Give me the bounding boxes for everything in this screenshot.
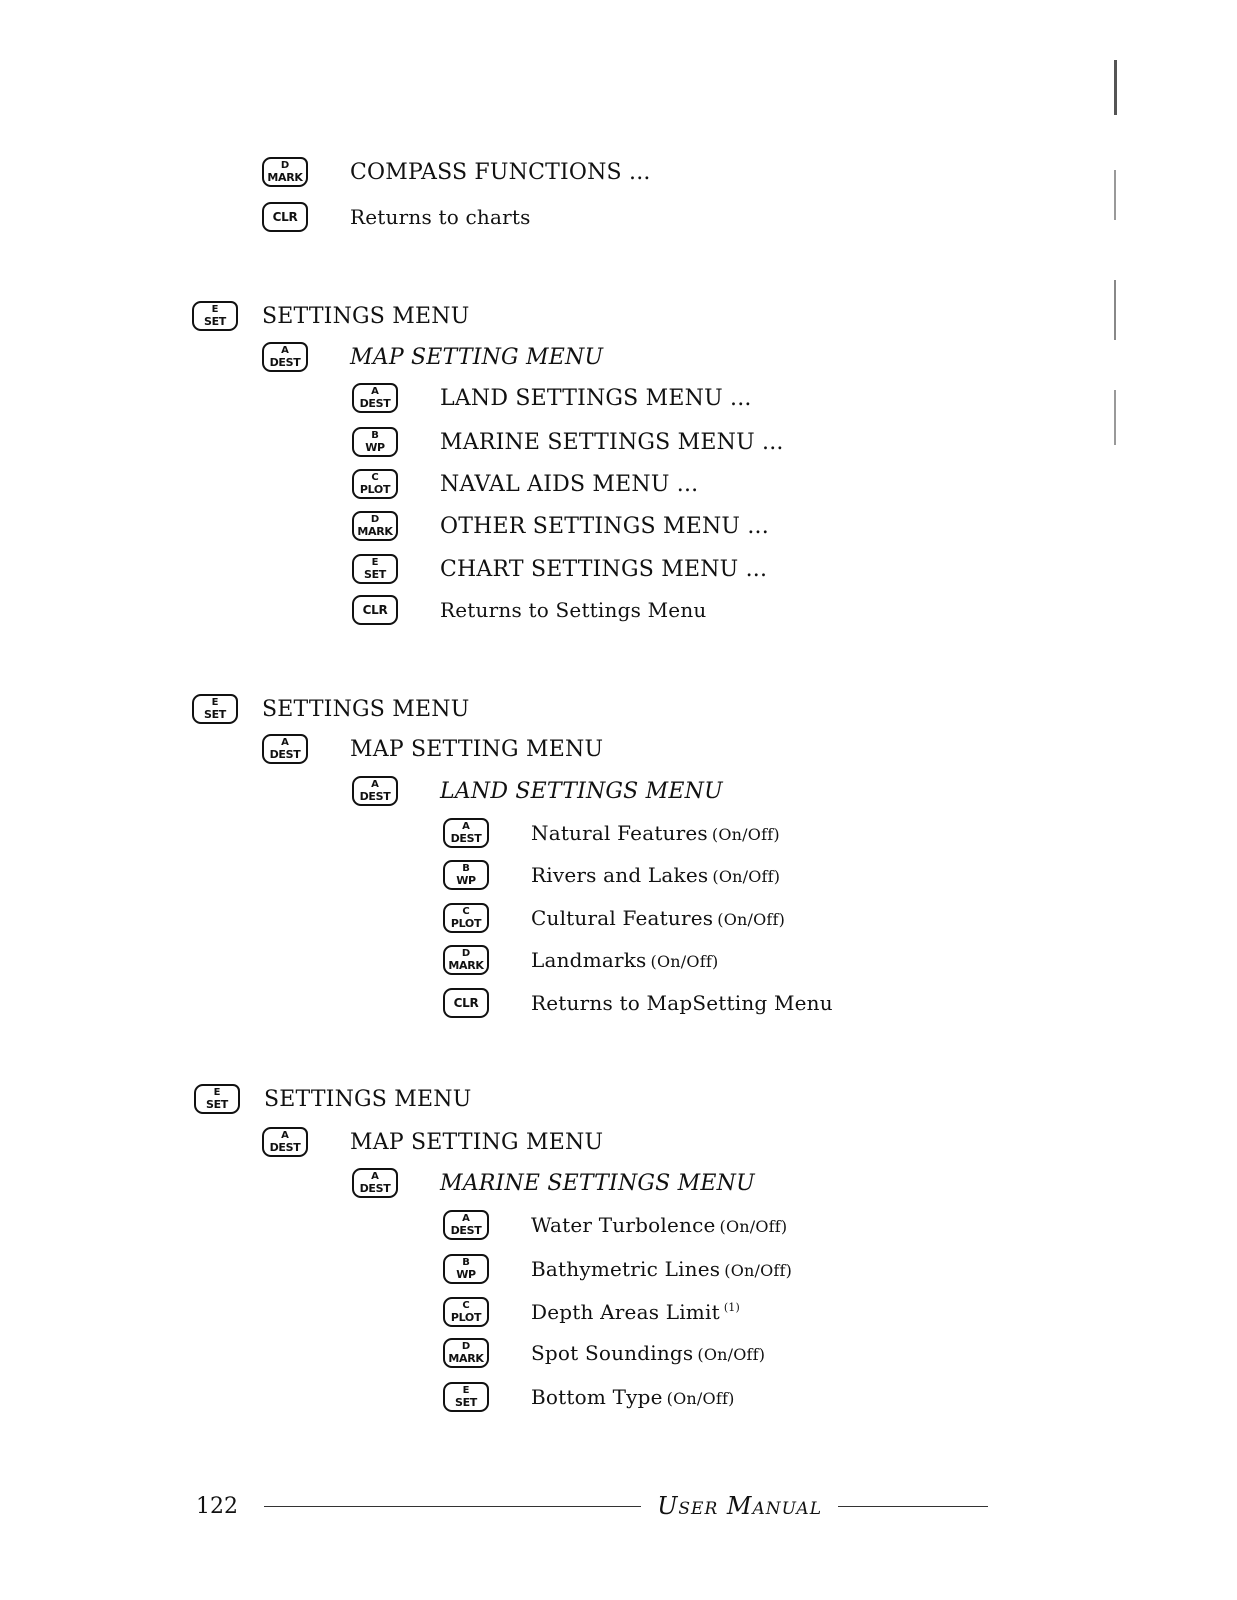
on-off-suffix: (On/Off) bbox=[650, 952, 719, 971]
on-off-suffix: (On/Off) bbox=[717, 910, 786, 929]
footer-rule bbox=[264, 1505, 642, 1507]
clr-key-icon: CLR bbox=[262, 202, 308, 232]
menu-row: D MARK COMPASS FUNCTIONS ... bbox=[262, 152, 651, 192]
menu-row: D MARK Spot Soundings(On/Off) bbox=[443, 1333, 765, 1373]
mark-key-icon: D MARK bbox=[443, 1338, 489, 1368]
set-key-icon: E SET bbox=[352, 554, 398, 584]
clr-key-icon: CLR bbox=[352, 595, 398, 625]
menu-label: Returns to MapSetting Menu bbox=[531, 991, 833, 1015]
menu-label: MAP SETTING MENU bbox=[350, 1129, 604, 1155]
dest-key-icon: A DEST bbox=[443, 1210, 489, 1240]
menu-row: B WP Rivers and Lakes(On/Off) bbox=[443, 855, 780, 895]
mark-key-icon: D MARK bbox=[262, 157, 308, 187]
manual-title: User Manual bbox=[657, 1492, 822, 1520]
menu-label: Bathymetric Lines(On/Off) bbox=[531, 1257, 793, 1281]
menu-label: LAND SETTINGS MENU ... bbox=[440, 385, 752, 411]
menu-row: E SET SETTINGS MENU bbox=[192, 689, 469, 729]
on-off-suffix: (On/Off) bbox=[719, 1217, 788, 1236]
page-footer: 122 User Manual bbox=[196, 1486, 996, 1526]
menu-row: CLR Returns to charts bbox=[262, 197, 531, 237]
dest-key-icon: A DEST bbox=[352, 383, 398, 413]
menu-row: E SET Bottom Type(On/Off) bbox=[443, 1377, 735, 1417]
on-off-suffix: (On/Off) bbox=[697, 1345, 766, 1364]
mark-key-icon: D MARK bbox=[352, 511, 398, 541]
set-key-icon: E SET bbox=[194, 1084, 240, 1114]
menu-label: SETTINGS MENU bbox=[262, 303, 470, 329]
dest-key-icon: A DEST bbox=[443, 818, 489, 848]
menu-label: Rivers and Lakes(On/Off) bbox=[531, 863, 781, 887]
plot-key-icon: C PLOT bbox=[443, 1297, 489, 1327]
menu-row: A DEST LAND SETTINGS MENU ... bbox=[352, 378, 752, 418]
menu-label: Natural Features(On/Off) bbox=[531, 821, 780, 845]
menu-row: E SET SETTINGS MENU bbox=[194, 1079, 471, 1119]
menu-label: Cultural Features(On/Off) bbox=[531, 906, 786, 930]
menu-row: CLR Returns to Settings Menu bbox=[352, 590, 707, 630]
set-key-icon: E SET bbox=[192, 694, 238, 724]
dest-key-icon: A DEST bbox=[352, 1168, 398, 1198]
menu-row: D MARK OTHER SETTINGS MENU ... bbox=[352, 506, 769, 546]
wp-key-icon: B WP bbox=[443, 860, 489, 890]
menu-row: A DEST Natural Features(On/Off) bbox=[443, 813, 780, 853]
menu-row: A DEST MAP SETTING MENU bbox=[262, 337, 603, 377]
menu-row: A DEST MAP SETTING MENU bbox=[262, 1122, 603, 1162]
menu-label: COMPASS FUNCTIONS ... bbox=[350, 159, 651, 185]
menu-row: E SET SETTINGS MENU bbox=[192, 296, 469, 336]
scan-edge-mark bbox=[1114, 280, 1116, 340]
menu-row: B WP Bathymetric Lines(On/Off) bbox=[443, 1249, 792, 1289]
menu-label: Spot Soundings(On/Off) bbox=[531, 1341, 766, 1365]
scan-edge-mark bbox=[1114, 60, 1117, 115]
footer-rule bbox=[838, 1505, 988, 1507]
menu-label: SETTINGS MENU bbox=[264, 1086, 472, 1112]
plot-key-icon: C PLOT bbox=[443, 903, 489, 933]
on-off-suffix: (On/Off) bbox=[724, 1261, 793, 1280]
menu-label: MARINE SETTINGS MENU ... bbox=[440, 429, 784, 455]
menu-label: Water Turbolence(On/Off) bbox=[531, 1213, 788, 1237]
menu-label: CHART SETTINGS MENU ... bbox=[440, 556, 768, 582]
menu-row: C PLOT Cultural Features(On/Off) bbox=[443, 898, 785, 938]
menu-label: Depth Areas Limit(1) bbox=[531, 1300, 740, 1324]
menu-row: E SET CHART SETTINGS MENU ... bbox=[352, 549, 767, 589]
menu-row: C PLOT NAVAL AIDS MENU ... bbox=[352, 464, 698, 504]
dest-key-icon: A DEST bbox=[262, 342, 308, 372]
set-key-icon: E SET bbox=[192, 301, 238, 331]
menu-label: MAP SETTING MENU bbox=[350, 736, 604, 762]
menu-label: LAND SETTINGS MENU bbox=[440, 778, 723, 804]
menu-row: D MARK Landmarks(On/Off) bbox=[443, 940, 718, 980]
menu-row: A DEST MAP SETTING MENU bbox=[262, 729, 603, 769]
menu-label: SETTINGS MENU bbox=[262, 696, 470, 722]
plot-key-icon: C PLOT bbox=[352, 469, 398, 499]
dest-key-icon: A DEST bbox=[352, 776, 398, 806]
scan-edge-mark bbox=[1114, 170, 1116, 220]
page-number: 122 bbox=[196, 1493, 238, 1519]
mark-key-icon: D MARK bbox=[443, 945, 489, 975]
menu-label: Returns to Settings Menu bbox=[440, 598, 707, 622]
menu-row: A DEST MARINE SETTINGS MENU bbox=[352, 1163, 755, 1203]
menu-label: OTHER SETTINGS MENU ... bbox=[440, 513, 769, 539]
menu-label: Returns to charts bbox=[350, 205, 531, 229]
menu-row: A DEST LAND SETTINGS MENU bbox=[352, 771, 723, 811]
dest-key-icon: A DEST bbox=[262, 1127, 308, 1157]
scan-edge-mark bbox=[1114, 390, 1116, 445]
menu-label: Landmarks(On/Off) bbox=[531, 948, 719, 972]
dest-key-icon: A DEST bbox=[262, 734, 308, 764]
menu-row: CLR Returns to MapSetting Menu bbox=[443, 983, 833, 1023]
menu-label: MAP SETTING MENU bbox=[350, 344, 604, 370]
menu-row: C PLOT Depth Areas Limit(1) bbox=[443, 1292, 740, 1332]
clr-key-icon: CLR bbox=[443, 988, 489, 1018]
wp-key-icon: B WP bbox=[443, 1254, 489, 1284]
menu-label: NAVAL AIDS MENU ... bbox=[440, 471, 699, 497]
on-off-suffix: (On/Off) bbox=[711, 825, 780, 844]
menu-label: Bottom Type(On/Off) bbox=[531, 1385, 735, 1409]
on-off-suffix: (On/Off) bbox=[666, 1389, 735, 1408]
menu-label: MARINE SETTINGS MENU bbox=[440, 1170, 755, 1196]
menu-row: B WP MARINE SETTINGS MENU ... bbox=[352, 422, 784, 462]
on-off-suffix: (On/Off) bbox=[712, 867, 781, 886]
wp-key-icon: B WP bbox=[352, 427, 398, 457]
footnote-marker: (1) bbox=[723, 1301, 740, 1315]
menu-row: A DEST Water Turbolence(On/Off) bbox=[443, 1205, 787, 1245]
set-key-icon: E SET bbox=[443, 1382, 489, 1412]
